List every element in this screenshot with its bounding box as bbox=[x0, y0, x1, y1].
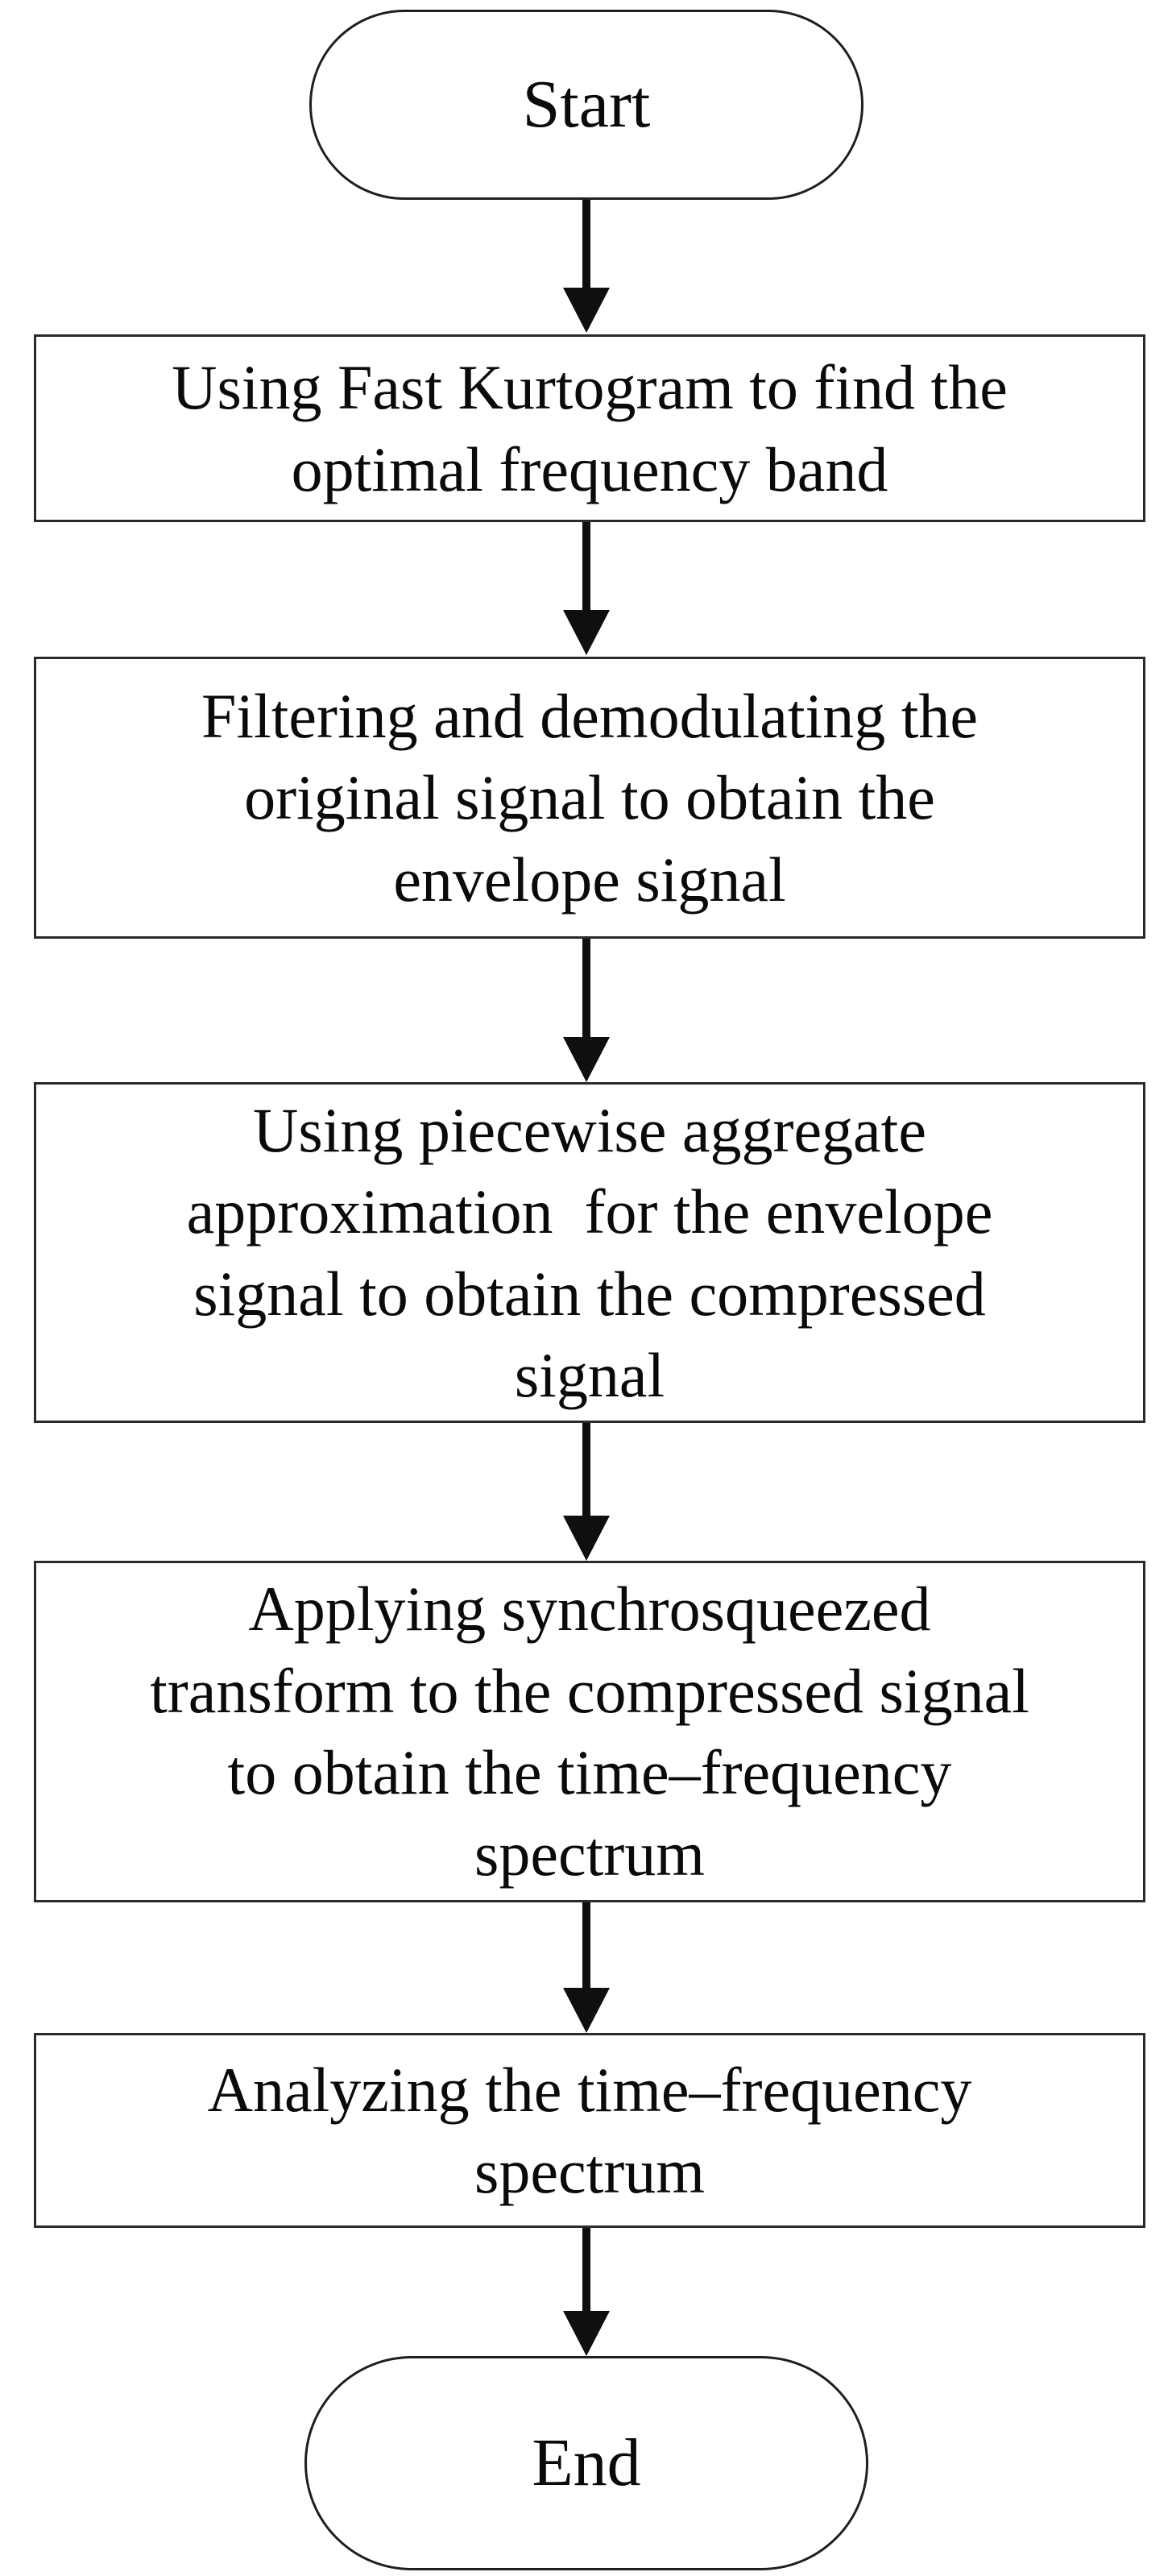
arrow-head-down-icon-6 bbox=[563, 2311, 610, 2356]
arrow-shaft-2 bbox=[582, 522, 590, 611]
process-box-filtering-demodulating: Filtering and demodulating the original … bbox=[34, 657, 1145, 939]
arrow-shaft-6 bbox=[582, 2228, 590, 2312]
arrow-shaft-1 bbox=[582, 200, 590, 288]
arrow-shaft-3 bbox=[582, 939, 590, 1038]
arrow-shaft-4 bbox=[582, 1423, 590, 1516]
arrow-head-down-icon-1 bbox=[563, 288, 610, 333]
process-box-analyzing-spectrum: Analyzing the time–frequency spectrum bbox=[34, 2033, 1145, 2228]
terminator-end: End bbox=[304, 2356, 868, 2570]
process-box-synchrosqueezed-transform: Applying synchrosqueezed transform to th… bbox=[34, 1561, 1145, 1902]
process-box-fast-kurtogram: Using Fast Kurtogram to find the optimal… bbox=[34, 334, 1145, 522]
terminator-start: Start bbox=[309, 10, 863, 200]
arrow-head-down-icon-2 bbox=[563, 610, 610, 655]
arrow-head-down-icon-5 bbox=[563, 1988, 610, 2033]
process-box-piecewise-aggregate: Using piecewise aggregate approximation … bbox=[34, 1082, 1145, 1423]
arrow-shaft-5 bbox=[582, 1902, 590, 1989]
arrow-head-down-icon-4 bbox=[563, 1516, 610, 1561]
arrow-head-down-icon-3 bbox=[563, 1037, 610, 1082]
